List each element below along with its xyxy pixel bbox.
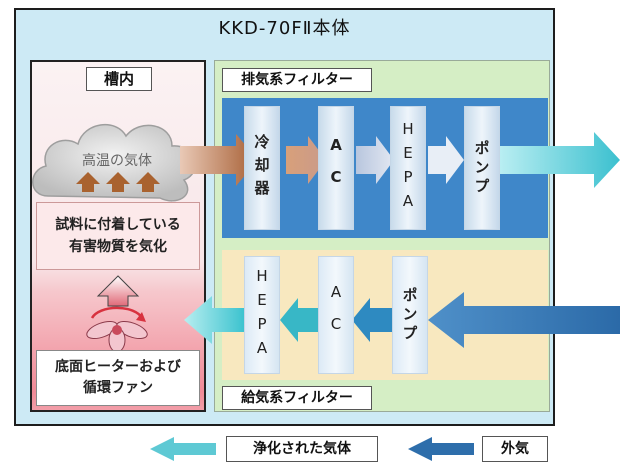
chamber-label: 槽内 [86, 67, 152, 91]
intake-unit-ac: AC [318, 256, 354, 374]
exhaust-flow-arrows [180, 132, 620, 188]
heater-line-2: 循環ファン [83, 380, 153, 396]
vapor-line-2: 有害物質を気化 [69, 239, 167, 255]
exhaust-unit-pump: ポンプ [464, 106, 500, 230]
rising-arrows [76, 172, 160, 192]
heater-line-1: 底面ヒーターおよび [55, 359, 181, 375]
heat-up-arrow [96, 275, 140, 307]
intake-flow-arrows [184, 292, 620, 348]
cloud-label: 高温の気体 [82, 153, 152, 169]
vaporization-box: 試料に付着している 有害物質を気化 [36, 202, 200, 270]
legend-external-label: 外気 [482, 436, 548, 462]
vapor-line-1: 試料に付着している [55, 217, 181, 233]
heater-fan-box: 底面ヒーターおよび 循環ファン [36, 350, 200, 406]
exhaust-filter-label: 排気系フィルター [222, 68, 372, 92]
exhaust-unit-hepa: HEPA [390, 106, 426, 230]
intake-unit-hepa: HEPA [244, 256, 280, 374]
circulation-fan-icon [86, 306, 148, 353]
legend-external-arrow [408, 437, 474, 461]
exhaust-unit-ac: AC [318, 106, 354, 230]
exhaust-unit-cooler: 冷却器 [244, 106, 280, 230]
intake-filter-label: 給気系フィルター [222, 386, 372, 410]
diagram-title: KKD-70FⅡ本体 [218, 18, 351, 39]
legend-clean-arrow [150, 437, 216, 461]
legend-clean-label: 浄化された気体 [226, 436, 378, 462]
intake-unit-pump: ポンプ [392, 256, 428, 374]
